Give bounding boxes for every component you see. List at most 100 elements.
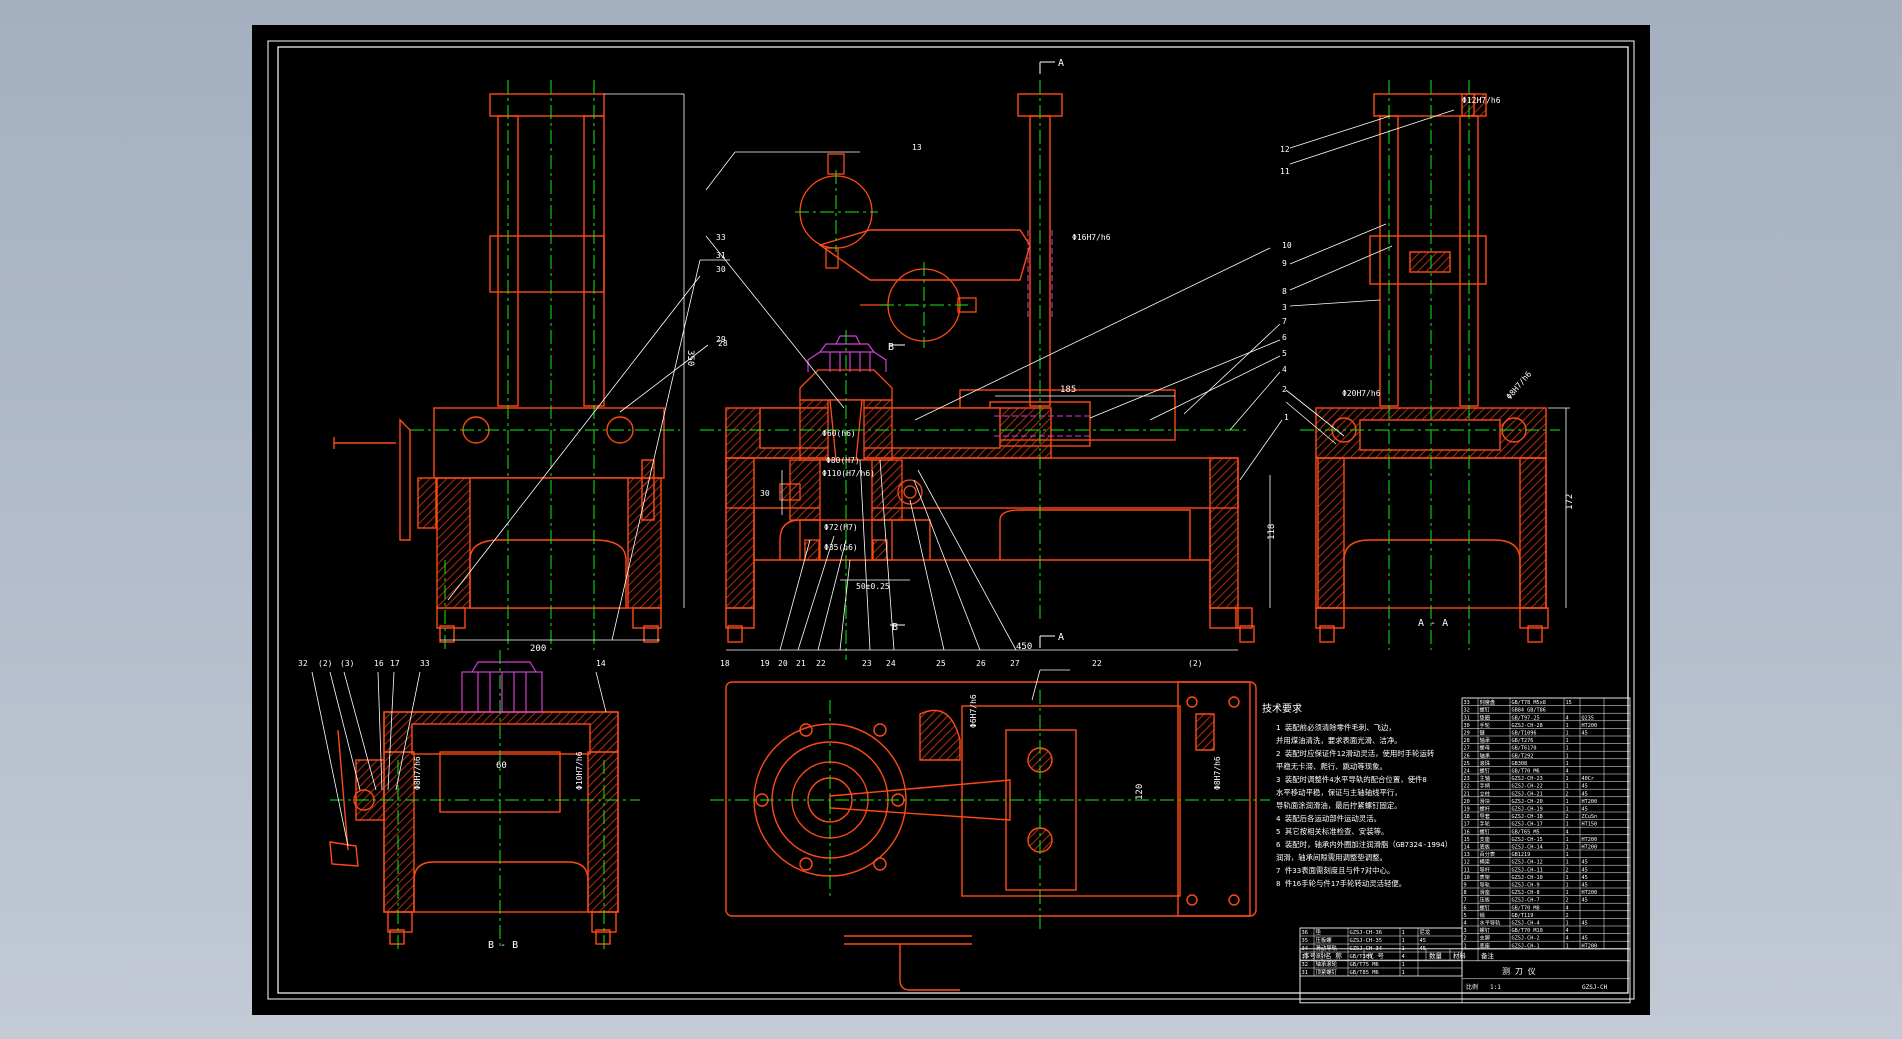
front-view-dims [726, 395, 1271, 651]
note-line: 并用煤油清洗，要求表面光滑、洁净。 [1276, 736, 1402, 745]
bom-cell: 4 [1566, 928, 1569, 934]
bom-cell: 31 [1464, 715, 1470, 721]
bom-cell: 4 [1566, 715, 1569, 721]
bom-cell: 1 [1566, 753, 1569, 759]
bom-cell: 压板 [1480, 896, 1491, 904]
callout-33: 33 [716, 233, 726, 242]
bom-cell: GB/T119 [1512, 913, 1534, 919]
bom-cell: 支脚 [1480, 934, 1490, 942]
bom-cell: 2 [1464, 936, 1467, 942]
callout-24: 24 [886, 659, 896, 668]
bom-cell: 16 [1464, 829, 1470, 835]
bom-cell: 14 [1464, 845, 1470, 851]
bom-cell: 12 [1464, 860, 1470, 866]
bom-cell: 45 [1582, 867, 1588, 873]
callout-26: 26 [976, 659, 986, 668]
lower-table-cell: 轴承滚轮 [1316, 960, 1338, 968]
bom-cell: 4 [1566, 905, 1569, 911]
bom-cell: 1 [1566, 738, 1569, 744]
dim-phi35: Φ35(h6) [824, 543, 858, 552]
bom-cell: 45 [1582, 784, 1588, 790]
note-line: 1 装配前必须清除零件毛刺、飞边， [1276, 723, 1396, 732]
dim-top-120: 120 [1135, 784, 1145, 800]
bom-cell: GB/T70 M8 [1512, 905, 1540, 911]
callout-18: 18 [720, 659, 730, 668]
lower-table-cell: 1 [1402, 962, 1405, 968]
bom-cell: 1 [1566, 875, 1569, 881]
callout-30: 30 [716, 265, 726, 274]
callout-33b: 33 [420, 659, 430, 668]
view-label-aa: A - A [1418, 618, 1448, 629]
bom-cell: 45 [1582, 883, 1588, 889]
bom-cell: 45 [1582, 898, 1588, 904]
bom-cell: HT200 [1582, 943, 1598, 949]
bom-cell: 滚珠 [1480, 759, 1491, 767]
lower-table-cell: 1 [1402, 946, 1405, 952]
bom-cell: 1 [1566, 746, 1569, 752]
note-line: 润滑，轴承间隙需用调整垫调整。 [1276, 853, 1387, 862]
bom-cell: 45 [1582, 731, 1588, 737]
bom-cell: 2 [1566, 791, 1569, 797]
note-line: 平稳无卡滞、爬行、跳动等现象。 [1276, 762, 1387, 771]
dim-phi20: Φ20H7/h6 [1342, 389, 1381, 398]
bom-cell: 40Cr [1582, 776, 1595, 782]
bom-cell: 2 [1566, 867, 1569, 873]
note-line: 3 装配时调整件4水平导轨的配合位置，使件8 [1276, 775, 1427, 784]
drawing-number: GZSJ-CH [1582, 984, 1608, 991]
bom-cell: 轴承 [1480, 751, 1491, 759]
bom-cell: 1 [1566, 852, 1569, 858]
callout-14: 14 [596, 659, 606, 668]
dim-phi6: Φ6H7/h6 [969, 694, 978, 728]
bom-cell: 20 [1464, 799, 1470, 805]
bom-cell: 底座 [1480, 941, 1490, 949]
bom-cell: 手轮 [1480, 820, 1490, 828]
bom-cell: GB/T65 M5 [1512, 829, 1540, 835]
bom-cell: 28 [1464, 738, 1470, 744]
bom-cell: 1 [1566, 731, 1569, 737]
bom-cell: 4 [1566, 769, 1569, 775]
scale-label: 比例 [1466, 983, 1478, 991]
bom-cell: 15 [1464, 837, 1470, 843]
lower-table-cell: 顶紧螺钉 [1316, 968, 1338, 976]
section-mark-b-bottom: B [892, 622, 898, 633]
bom-cell: 26 [1464, 753, 1470, 759]
bom-cell: GZSJ-CH-7 [1512, 898, 1540, 904]
lower-table-cell: 1 [1402, 930, 1405, 936]
dim-bb-60: 60 [496, 761, 507, 771]
bom-cell: GZSJ-CH-18 [1512, 814, 1543, 820]
bom-cell: GB308 [1512, 761, 1528, 767]
dim-50: 50±0.25 [856, 582, 890, 591]
dim-right-height: 172 [1565, 494, 1575, 510]
callout-29: 29 [716, 335, 726, 344]
note-line: 5 其它按相关标准检查、安装等。 [1276, 827, 1388, 836]
scale-value: 1:1 [1490, 984, 1501, 991]
dim-left-width: 200 [530, 644, 546, 654]
bom-cell: 1 [1566, 921, 1569, 927]
note-line: 水平移动平稳，保证与主轴轴线平行， [1276, 788, 1402, 797]
bom-cell: 9 [1464, 883, 1467, 889]
bom-cell: 百分表 [1480, 850, 1496, 858]
right-view-centerlines [1300, 80, 1560, 650]
bom-cell: 32 [1464, 708, 1470, 714]
callout-paren-2: (2) [318, 659, 332, 668]
lower-table-cell: GZSJ-CH-35 [1350, 938, 1382, 944]
bom-cell: 30 [1464, 723, 1470, 729]
bom-cell: 10 [1464, 875, 1470, 881]
sheet-outer-border [267, 40, 1635, 1000]
bom-cell: 螺杆 [1480, 805, 1490, 813]
bom-cell: ZCuSn [1582, 814, 1598, 820]
bom-header-cell: 代 号 [1367, 951, 1384, 960]
bom-cell: 29 [1464, 731, 1470, 737]
bom-cell: GZSJ-CH-15 [1512, 837, 1543, 843]
bom-cell: 4 [1464, 921, 1467, 927]
bom-cell: 主轴 [1480, 774, 1490, 782]
bom-cell: 45 [1582, 875, 1588, 881]
lower-table-cell: 45 [1420, 938, 1427, 944]
bom-cell: HT200 [1582, 723, 1598, 729]
lower-table-cell: 36 [1302, 930, 1309, 936]
bom-cell: 螺母 [1480, 744, 1490, 752]
bom-cell: 表架 [1480, 873, 1490, 881]
